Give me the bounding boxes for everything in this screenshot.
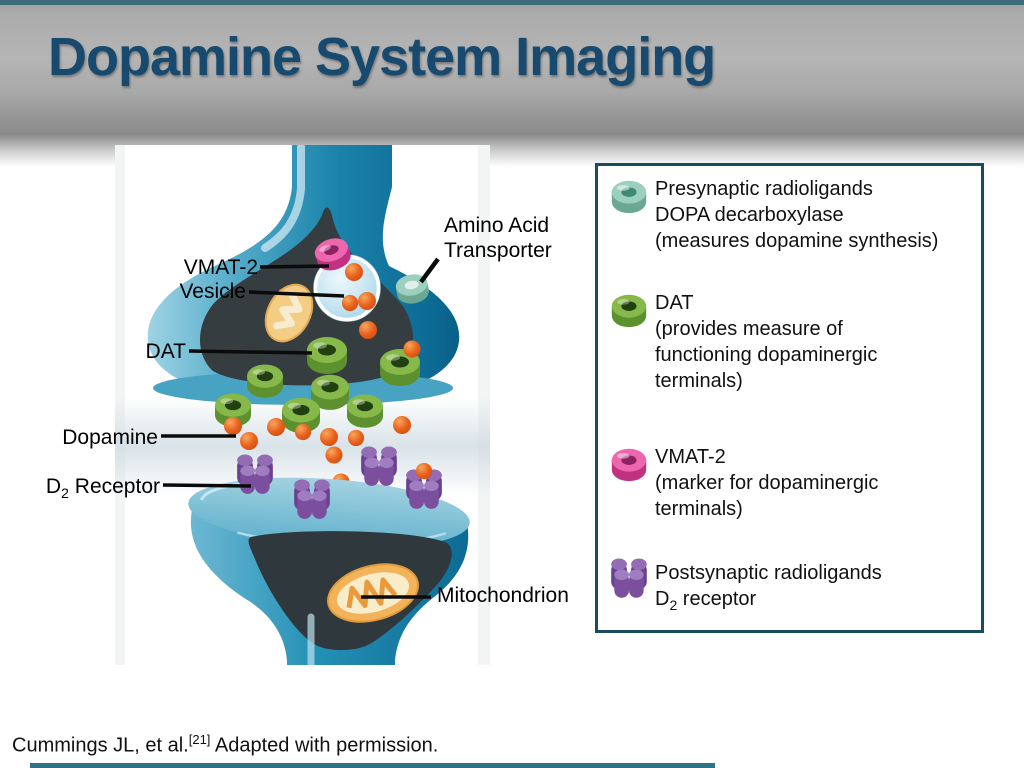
- legend-item-postsynaptic: Postsynaptic radioligands D2 receptor: [598, 558, 981, 618]
- label-vesicle: Vesicle: [179, 280, 246, 303]
- legend-box: Presynaptic radioligands DOPA decarboxyl…: [595, 163, 984, 633]
- label-amino-acid-transporter: Amino Acid Transporter: [444, 214, 552, 262]
- legend-item-presynaptic: Presynaptic radioligands DOPA decarboxyl…: [598, 176, 981, 254]
- label-mitochondrion: Mitochondrion: [437, 584, 569, 607]
- teal-donut-icon: [611, 180, 647, 214]
- green-donut-icon: [611, 294, 647, 328]
- pink-donut-icon: [611, 448, 647, 482]
- label-d2-receptor: D2 Receptor: [45, 475, 160, 503]
- legend-item-vmat2: VMAT-2 (marker for dopaminergic terminal…: [598, 444, 981, 522]
- label-vmat2: VMAT-2: [183, 256, 258, 279]
- synapse-diagram: [115, 145, 490, 665]
- slide-bottom-border: [30, 763, 715, 768]
- label-dopamine: Dopamine: [62, 426, 158, 449]
- citation: Cummings JL, et al.[21] Adapted with per…: [12, 732, 439, 757]
- label-dat: DAT: [145, 340, 186, 363]
- slide-top-border: [0, 0, 1024, 5]
- legend-item-dat: DAT (provides measure of functioning dop…: [598, 290, 981, 394]
- purple-receptor-cluster-icon: [611, 558, 647, 598]
- legend-d2-line: D2 receptor: [655, 588, 757, 613]
- page-title: Dopamine System Imaging: [48, 27, 716, 87]
- synapse-illustration: [115, 145, 490, 665]
- slide-header: Dopamine System Imaging: [0, 0, 1024, 170]
